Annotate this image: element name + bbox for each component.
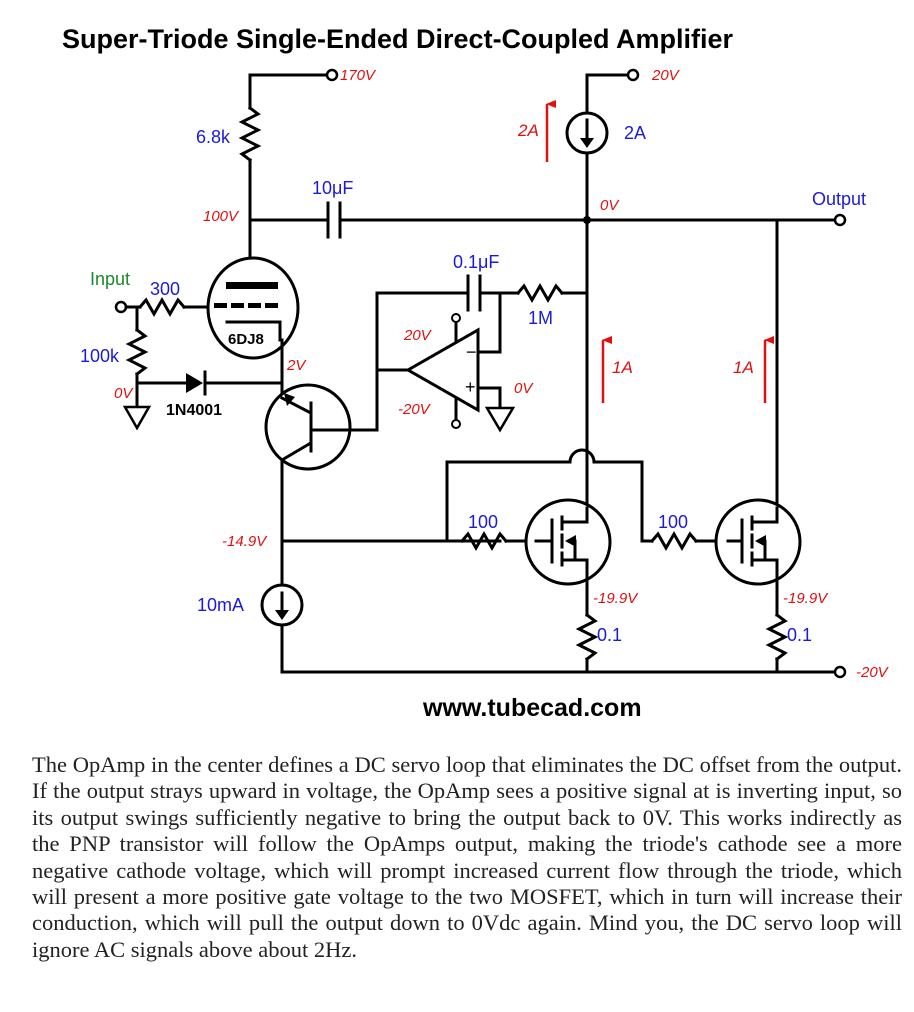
source-voltage-right-label: -19.9V	[783, 590, 829, 607]
cathode-voltage-label: 2V	[286, 357, 307, 374]
opamp-positive-supply-label: 20V	[403, 327, 433, 344]
servo-resistor-label: 1M	[528, 308, 553, 328]
output-label: Output	[812, 189, 866, 209]
source-resistor-right-label: 0.1	[787, 625, 812, 645]
caption-paragraph: The OpAmp in the center defines a DC ser…	[32, 752, 902, 962]
output-node-0v-label: 0V	[600, 197, 620, 214]
current-1a-right-label: 1A	[733, 358, 754, 377]
input-section	[114, 296, 284, 431]
grid-resistor	[137, 296, 187, 318]
bottom-current-source	[260, 583, 847, 679]
opamp-ground-label: 0V	[514, 380, 534, 397]
opamp-noninverting-sign: +	[465, 377, 476, 397]
circuit-schematic: Super-Triode Single-Ended Direct-Coupled…	[62, 24, 890, 722]
supply-minus20v-label: -20V	[856, 664, 890, 681]
current-source-10ma-label: 10mA	[197, 595, 244, 615]
gate-resistor-left-label: 100	[468, 512, 498, 532]
gate-resistor-right-label: 100	[658, 512, 688, 532]
servo-resistor	[515, 282, 565, 304]
plate-resistor-label: 6.8k	[196, 127, 231, 147]
plate-resistor	[238, 105, 262, 163]
coupling-capacitor-label: 10μF	[312, 178, 353, 198]
output-node-dot	[583, 216, 591, 224]
input-label: Input	[90, 269, 130, 289]
grid-leak-resistor	[125, 327, 149, 377]
mosfet-right	[714, 218, 802, 674]
diode-symbol	[186, 373, 203, 393]
driver-node-voltage-label: -14.9V	[222, 533, 268, 550]
footer-url: www.tubecad.com	[422, 694, 642, 722]
opamp-negative-supply-label: -20V	[398, 401, 432, 418]
diagram-title: Super-Triode Single-Ended Direct-Coupled…	[62, 24, 734, 54]
mosfet-left	[524, 336, 612, 674]
source-voltage-left-label: -19.9V	[593, 590, 639, 607]
servo-rc-network	[375, 274, 589, 432]
triode-6dj8	[206, 256, 300, 400]
supply-20v-label: 20V	[651, 67, 681, 84]
source-resistor-left-label: 0.1	[597, 625, 622, 645]
plate-supply	[238, 68, 339, 270]
pnp-transistor	[264, 383, 379, 587]
top-current-source	[545, 68, 640, 447]
current-1a-left-label: 1A	[612, 358, 633, 377]
source-resistor-left	[575, 612, 599, 662]
input-ground-label: 0V	[114, 385, 134, 402]
grid-leak-resistor-label: 100k	[80, 346, 120, 366]
gate-resistor-left	[459, 530, 509, 552]
plate-voltage-label: 100V	[203, 208, 240, 225]
supply-170v-label: 170V	[340, 67, 377, 84]
diode-label: 1N4001	[166, 402, 222, 419]
gate-drive-network	[280, 448, 730, 552]
gate-resistor-right	[649, 530, 699, 552]
opamp	[375, 313, 516, 433]
grid-resistor-label: 300	[150, 279, 180, 299]
triode-type-label: 6DJ8	[228, 331, 264, 348]
current-source-2a-label: 2A	[624, 123, 646, 143]
coupling-capacitor	[248, 201, 847, 239]
source-resistor-right	[765, 612, 789, 662]
current-2a-red-label: 2A	[517, 121, 539, 140]
servo-capacitor-label: 0.1μF	[453, 252, 499, 272]
opamp-inverting-sign: −	[466, 342, 477, 362]
